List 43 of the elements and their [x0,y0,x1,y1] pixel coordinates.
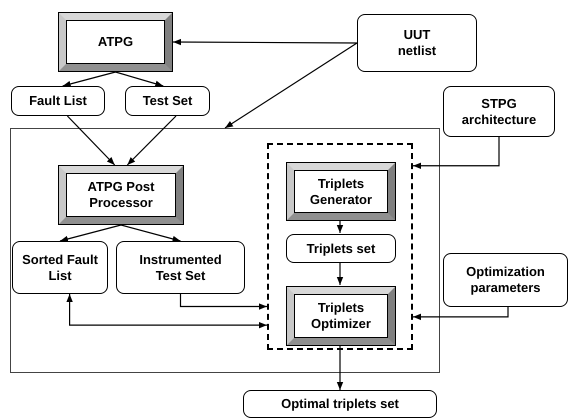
node-label: Triplets Optimizer [310,300,372,332]
data-box [357,14,477,72]
data-box [116,241,245,294]
arrow [413,137,500,169]
node-label: UUT netlist [396,27,438,59]
data-box [243,390,437,418]
node-label: Instrumented Test Set [138,252,223,284]
node-label: Test Set [142,93,192,109]
arrow [336,262,344,285]
data-box [443,86,555,137]
arrow [115,71,164,87]
data-box [11,86,105,116]
data-box [443,253,568,307]
arrow [224,42,358,128]
arrow [60,224,122,242]
dashed-group-box [267,143,413,350]
arrow [120,224,181,242]
arrow [413,307,509,320]
node-label: Triplets set [306,240,376,256]
data-box [286,234,396,263]
node-label: Sorted Fault List [21,252,99,284]
arrow [66,294,267,328]
data-box [125,86,210,116]
node-label: Optimization parameters [465,264,546,296]
node-label: Fault List [29,93,87,109]
process-box [58,165,184,225]
data-box [12,241,108,294]
process-box [58,12,173,72]
node-label: Optimal triplets set [281,396,399,412]
arrow [180,294,267,310]
arrow [336,220,344,233]
frame-box [10,128,440,373]
node-label: ATPG [98,34,134,50]
node-label: Triplets Generator [308,176,374,208]
process-box [286,162,396,221]
arrow [126,116,176,166]
node-label: ATPG Post Processor [86,179,156,211]
process-box [286,286,396,346]
arrow [66,116,116,166]
arrow [62,71,116,88]
node-label: STPG architecture [460,96,538,128]
arrow [336,345,344,390]
arrow [173,38,357,46]
